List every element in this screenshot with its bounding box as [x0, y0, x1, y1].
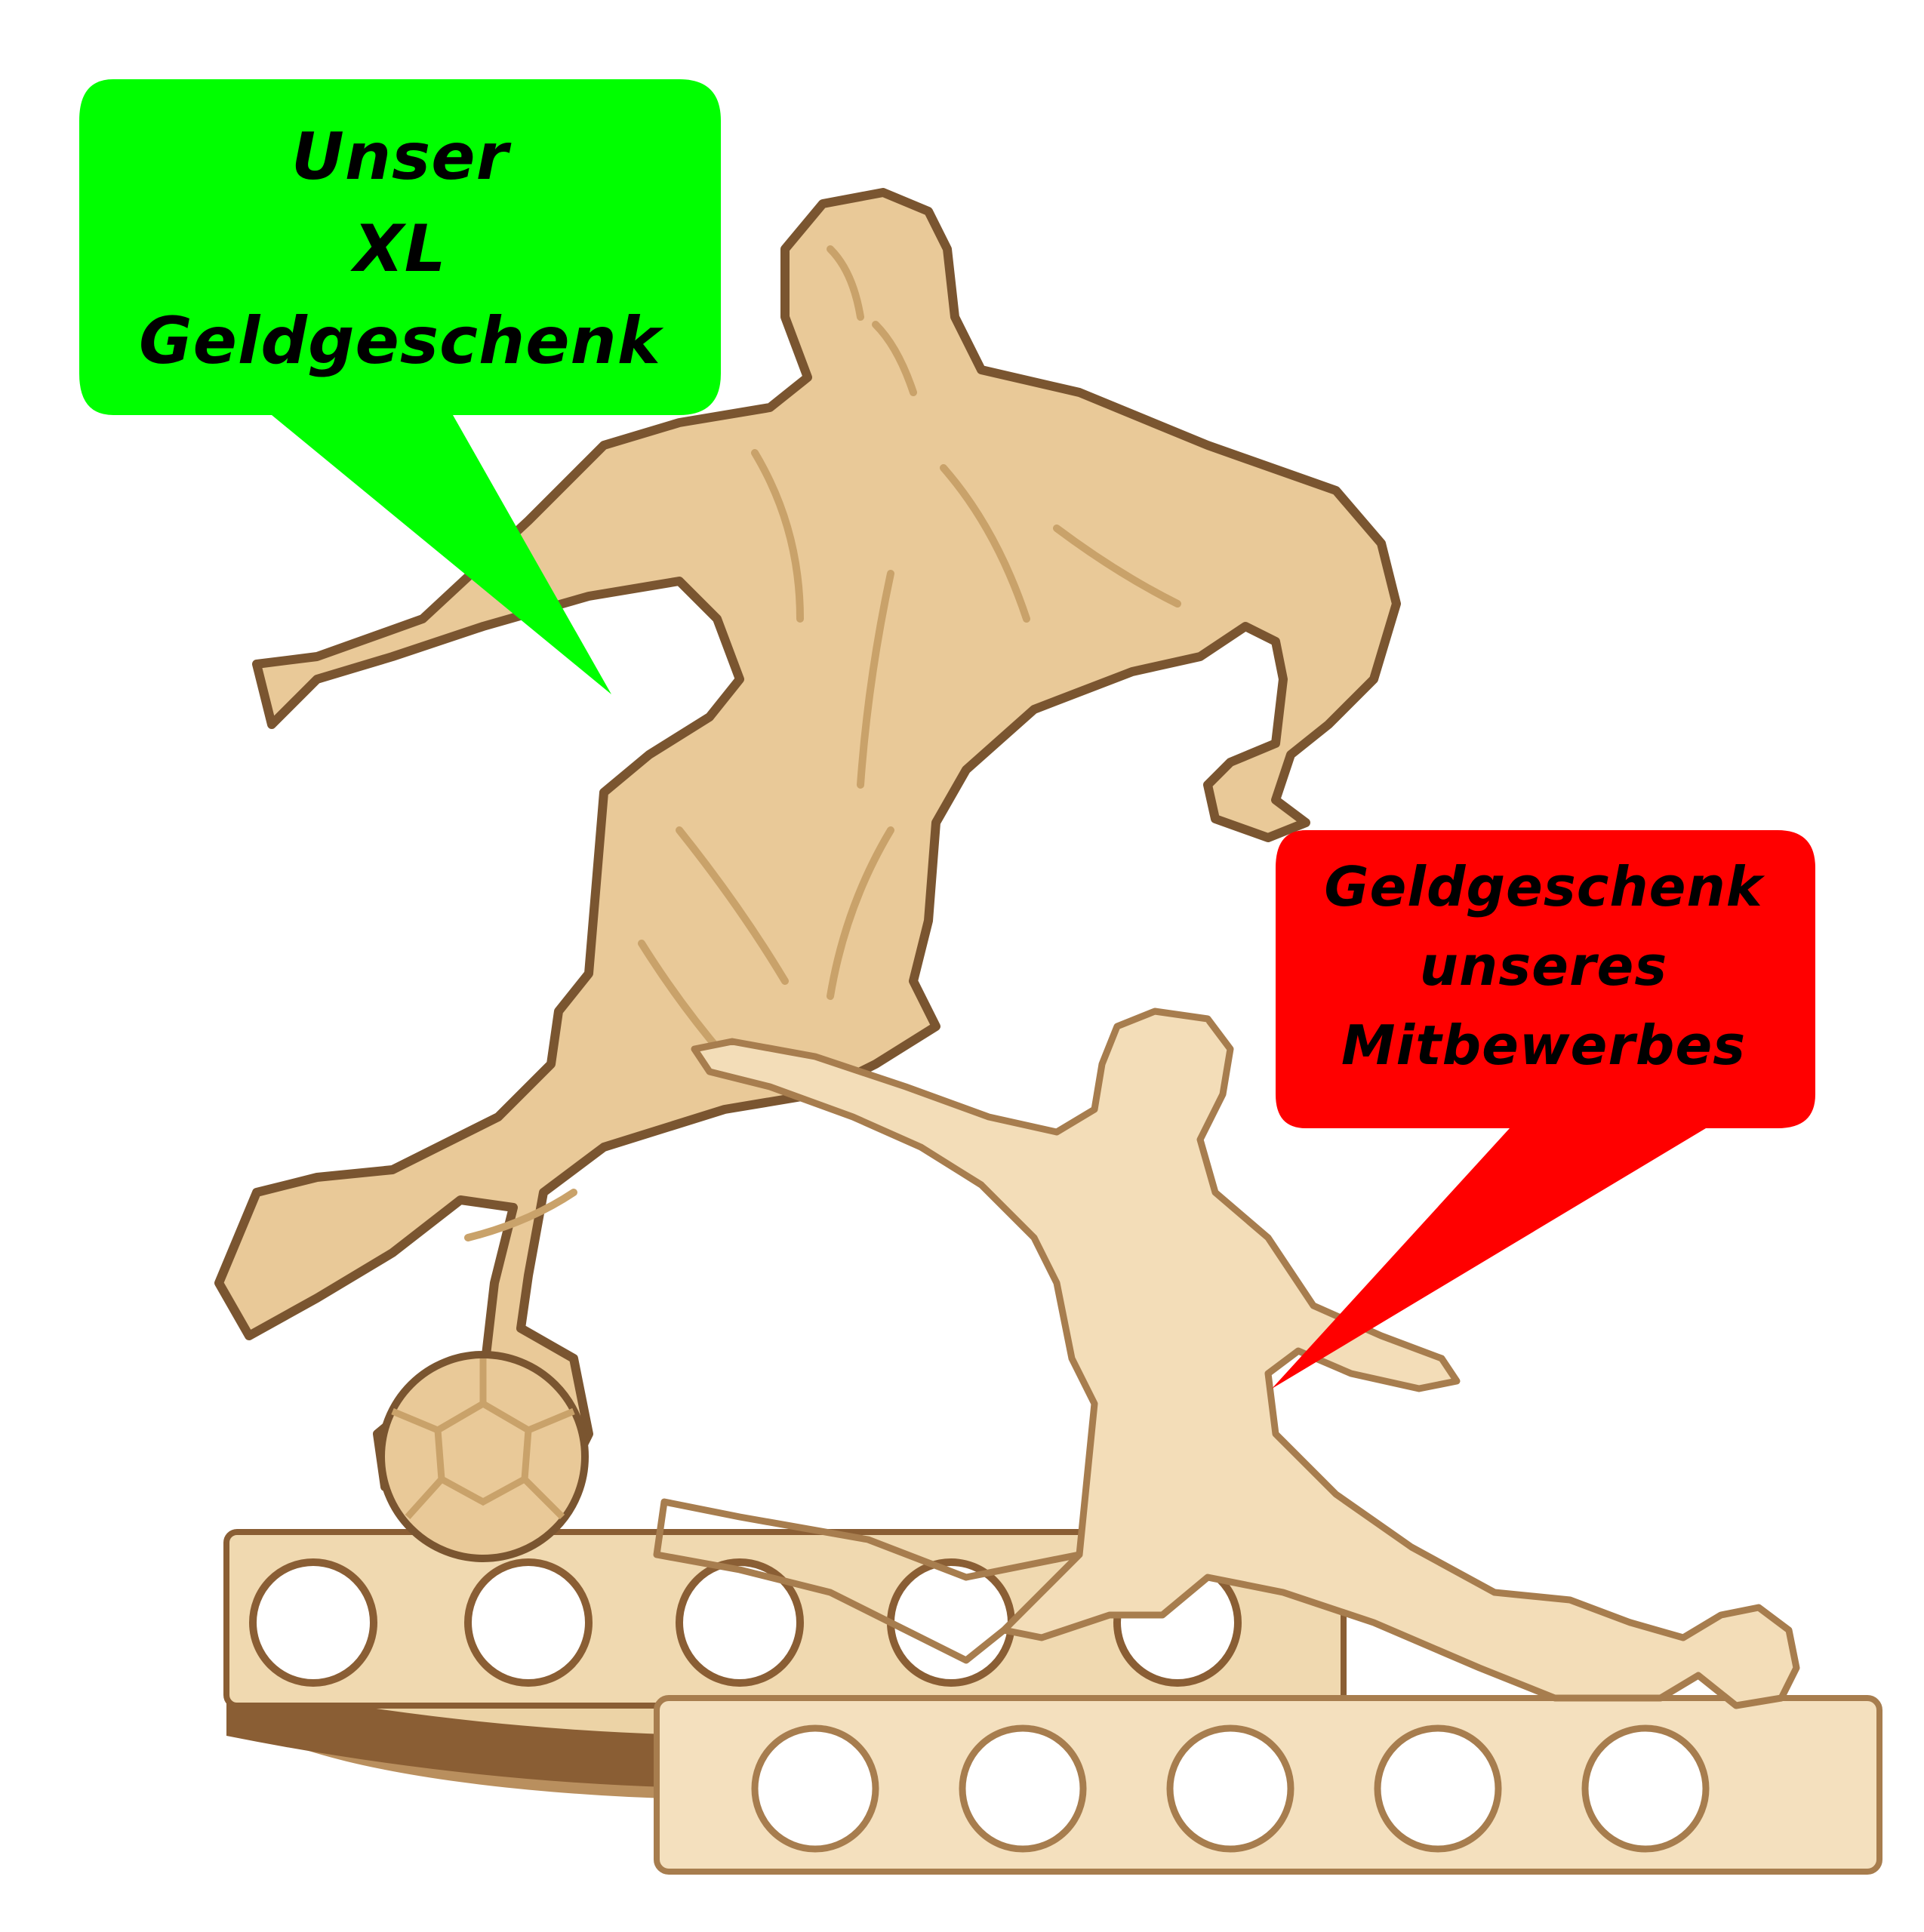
coin-slot — [887, 1558, 1015, 1687]
our-product-label-line: Unser — [291, 119, 509, 195]
coin-slot — [1166, 1724, 1294, 1853]
coin-slot — [959, 1724, 1087, 1853]
our-product-label-line: Geldgeschenk — [139, 303, 661, 379]
competitor-product-label: Geldgeschenk unseres Mitbewerbes — [1276, 830, 1812, 1102]
coin-slot — [676, 1558, 804, 1687]
soccer-ball-icon — [377, 1351, 589, 1562]
green-speech-bubble — [79, 79, 721, 694]
competitor-coin-holder-strip — [654, 1695, 1882, 1875]
soccer-player-small-figure — [653, 1008, 1800, 1709]
competitor-product-label-line: Mitbewerbes — [1341, 1013, 1747, 1077]
coin-slot — [1581, 1724, 1710, 1853]
coin-slot — [751, 1724, 879, 1853]
coin-slot — [464, 1558, 593, 1687]
our-product-label: Unser XL Geldgeschenk — [79, 91, 721, 408]
coin-slot — [1374, 1724, 1502, 1853]
competitor-product-label-line: unseres — [1419, 934, 1668, 998]
red-speech-bubble — [1272, 830, 1815, 1389]
competitor-product-label-line: Geldgeschenk — [1324, 854, 1763, 918]
coin-slot — [249, 1558, 377, 1687]
our-product-label-line: XL — [353, 211, 447, 287]
